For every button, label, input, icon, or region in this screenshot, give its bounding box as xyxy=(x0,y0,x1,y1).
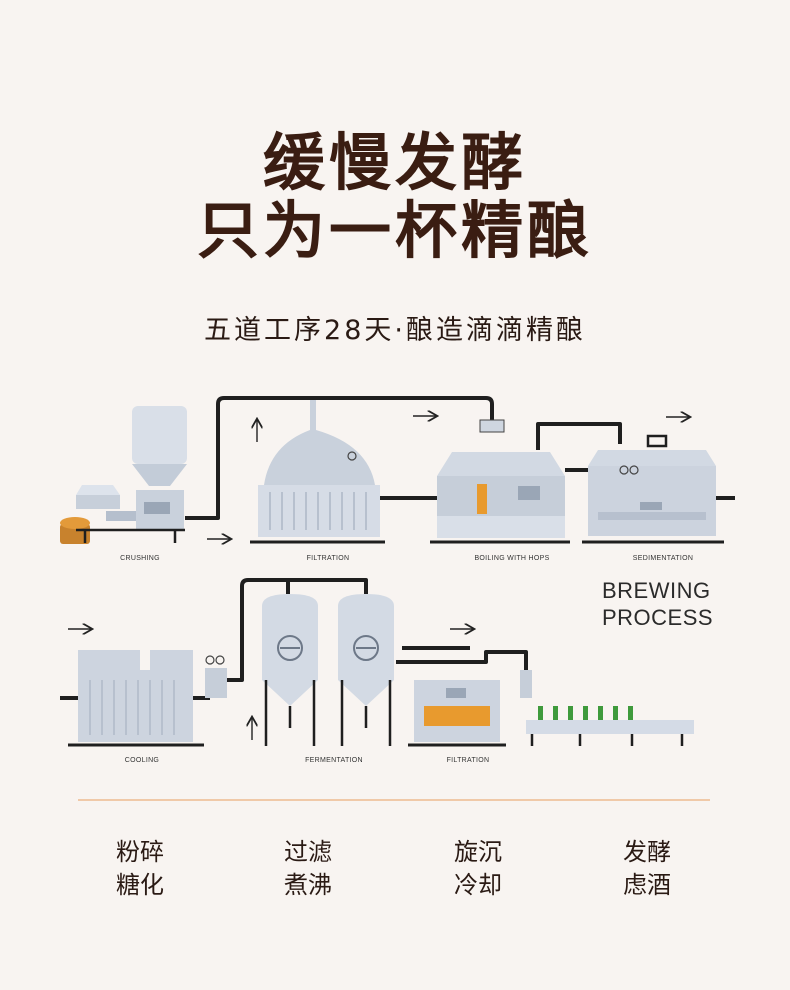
crushing-machine xyxy=(60,406,187,544)
label-crushing: CRUSHING xyxy=(120,555,160,562)
step-4: 发酵 虑酒 xyxy=(587,836,707,902)
subtitle: 五道工序28天·酿造滴滴精酿 xyxy=(204,315,586,346)
arrows-row-1 xyxy=(207,416,689,539)
fermentation-tanks xyxy=(262,594,394,746)
label-boiling: BOILING WITH HOPS xyxy=(474,555,549,562)
cooling-machine xyxy=(68,650,227,747)
label-sedimentation: SEDIMENTATION xyxy=(633,555,693,562)
pipes-row-1 xyxy=(185,396,735,520)
sedimentation-machine xyxy=(582,434,724,544)
step-4-line-2: 虑酒 xyxy=(623,871,671,899)
label-filtration-2: FILTRATION xyxy=(447,757,490,764)
label-cooling: COOLING xyxy=(125,757,159,764)
step-2-line-1: 过滤 xyxy=(284,838,332,866)
filtration-machine-2 xyxy=(408,680,506,747)
brewing-process-diagram: CRUSHING FILTRATION BOILING WITH HOPS SE… xyxy=(60,396,735,764)
step-4-line-1: 发酵 xyxy=(623,838,671,866)
step-2-line-2: 煮沸 xyxy=(284,871,332,899)
label-fermentation: FERMENTATION xyxy=(305,757,363,764)
bottling-line xyxy=(520,670,694,746)
step-3-line-1: 旋沉 xyxy=(454,838,502,866)
label-filtration: FILTRATION xyxy=(307,555,350,562)
filtration-machine-1 xyxy=(250,400,385,544)
headline-line-1: 缓慢发酵 xyxy=(262,126,527,199)
process-title-line-1: BREWING xyxy=(602,578,711,603)
step-1-line-2: 糖化 xyxy=(116,871,164,899)
process-title-line-2: PROCESS xyxy=(602,605,713,630)
step-1-line-1: 粉碎 xyxy=(116,838,164,866)
step-1: 粉碎 糖化 xyxy=(80,836,200,902)
pipes-row-2 xyxy=(60,578,528,700)
boiling-machine xyxy=(430,419,570,544)
step-3-line-2: 冷却 xyxy=(454,871,502,899)
headline-line-2: 只为一杯精酿 xyxy=(196,194,593,267)
step-3: 旋沉 冷却 xyxy=(418,836,538,902)
step-2: 过滤 煮沸 xyxy=(248,836,368,902)
arrows-row-2 xyxy=(68,629,473,740)
divider-line xyxy=(78,799,710,801)
